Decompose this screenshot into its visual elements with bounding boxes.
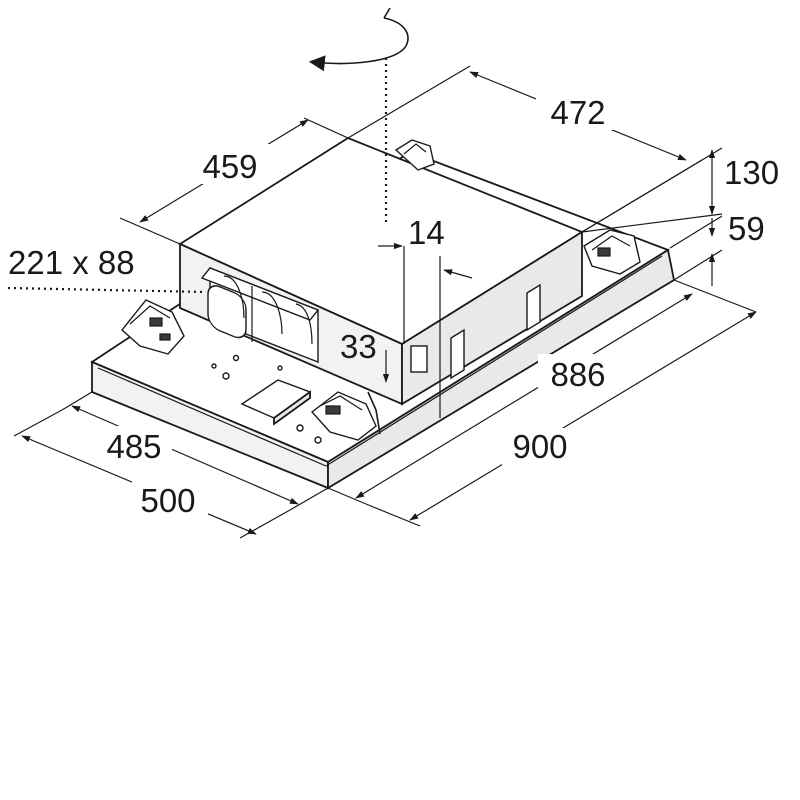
dimension-900: 900: [365, 311, 757, 527]
dimension-221x88: 221 x 88: [7, 244, 207, 294]
mounting-bracket-right: [583, 229, 641, 275]
label-59: 59: [728, 210, 765, 247]
rotation-arrow-icon: [308, 7, 409, 224]
label-886: 886: [550, 356, 605, 393]
dimension-59: 59: [673, 210, 765, 286]
dimension-472: 472: [347, 65, 703, 233]
label-485: 485: [106, 428, 161, 465]
label-472: 472: [550, 94, 605, 131]
label-221x88: 221 x 88: [8, 244, 135, 281]
air-outlet: [200, 266, 320, 364]
dimension-130: 130: [581, 147, 779, 249]
label-33: 33: [340, 328, 377, 365]
housing-slot-1: [410, 345, 428, 373]
label-459: 459: [202, 148, 257, 185]
label-130: 130: [724, 154, 779, 191]
label-14: 14: [408, 214, 445, 251]
dimension-459: 459: [119, 117, 349, 245]
dimension-500: 500: [13, 409, 291, 539]
label-500: 500: [140, 482, 195, 519]
base-holes: [211, 354, 322, 444]
label-900: 900: [512, 428, 567, 465]
mounting-bracket-left: [121, 299, 185, 355]
housing-slot-3: [526, 283, 541, 332]
mounting-bracket-rear: [394, 139, 435, 171]
housing-slot-2: [450, 328, 465, 380]
